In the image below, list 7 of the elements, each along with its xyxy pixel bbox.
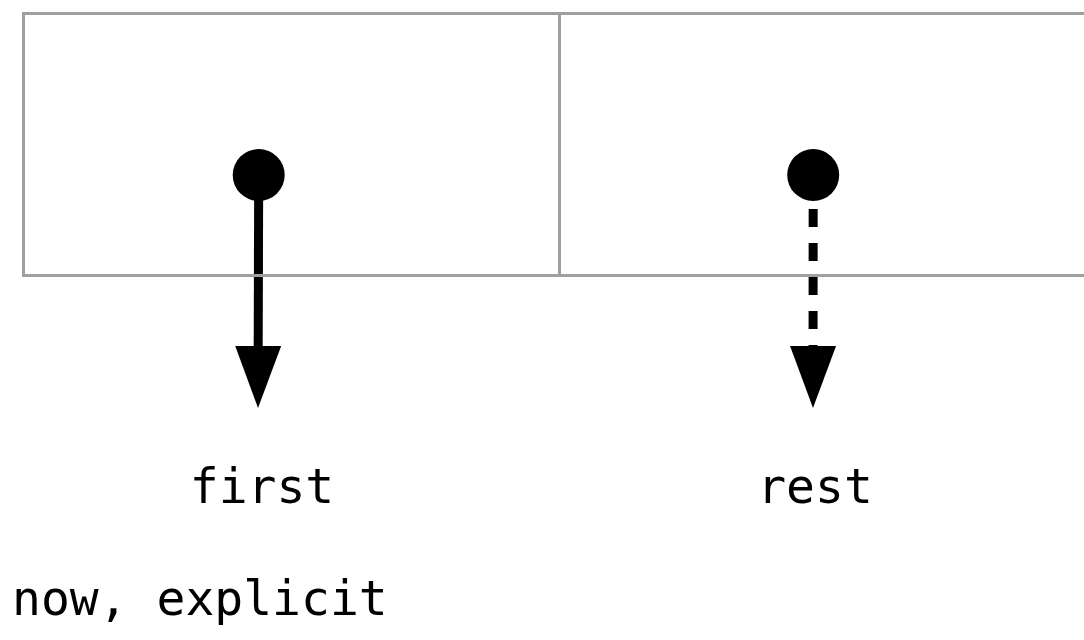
memory-cell (558, 12, 1084, 277)
text-label: first (157, 408, 367, 520)
memory-cell (22, 12, 561, 277)
note-text: now, explicit (12, 570, 388, 626)
pointer-arrow (787, 149, 840, 408)
pointer-arrow (232, 149, 285, 408)
text-label: rest (710, 408, 920, 520)
